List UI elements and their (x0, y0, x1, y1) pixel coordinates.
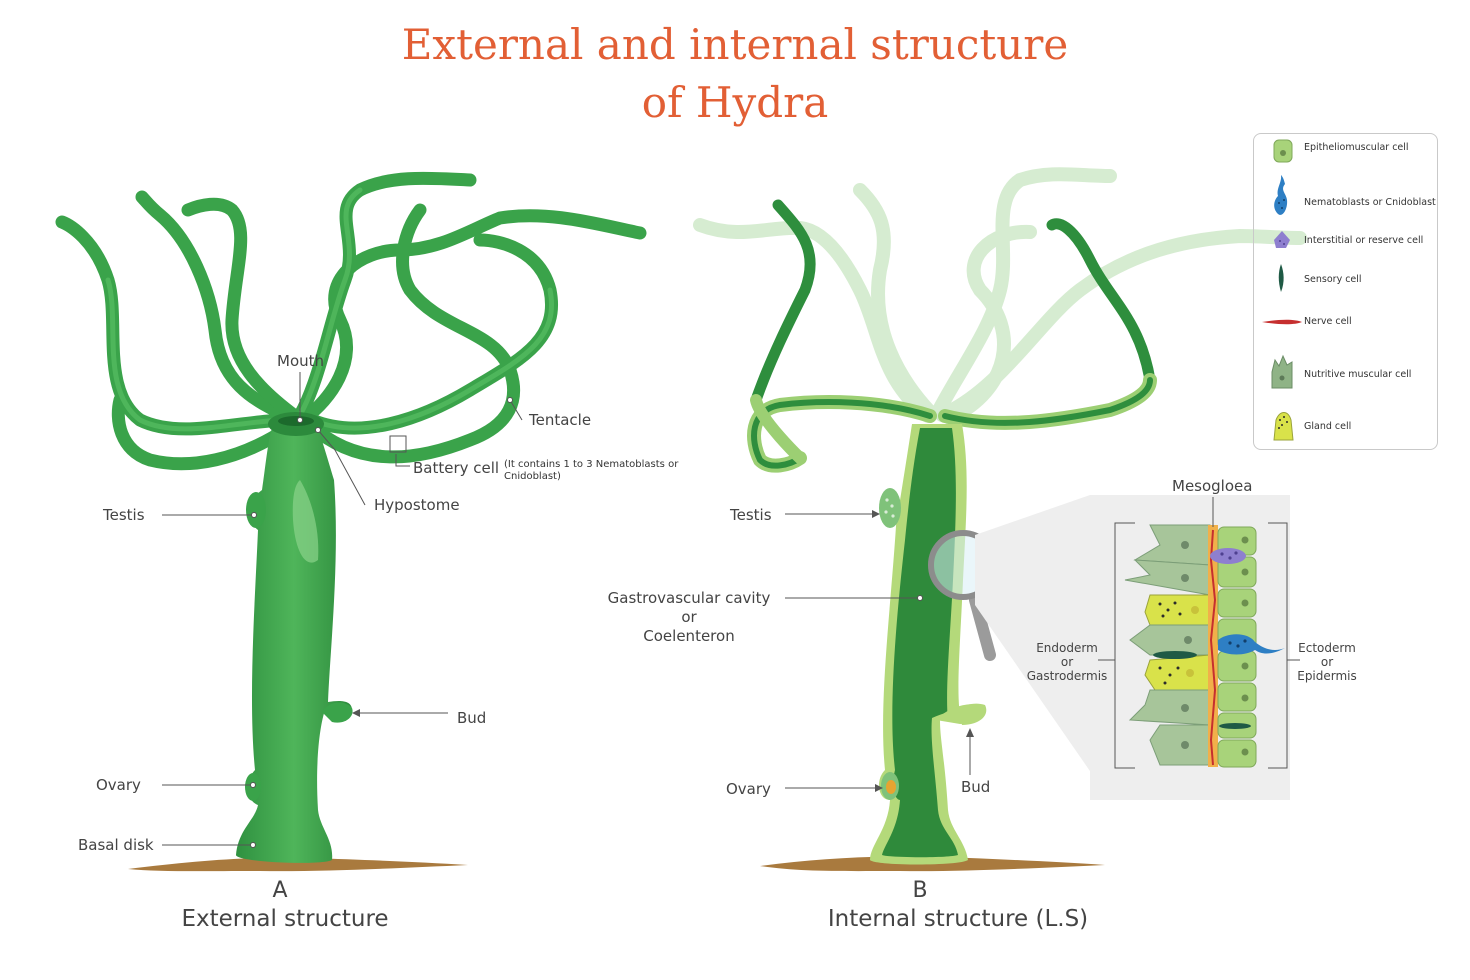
external-hydra (55, 171, 647, 872)
legend-nutritive-muscular-cell: Nutritive muscular cell (1304, 369, 1412, 380)
title-line-2: of Hydra (641, 78, 829, 127)
label-mesogloea: Mesogloea (1172, 477, 1253, 495)
body-column-a (236, 428, 352, 863)
legend-gland-cell: Gland cell (1304, 421, 1352, 432)
nematoblast-cell (1218, 634, 1285, 655)
label-ovary-b: Ovary (726, 780, 771, 798)
leader-lines-a (162, 372, 523, 846)
body-shine-a (292, 480, 319, 563)
label-bud-b: Bud (961, 778, 991, 796)
label-battery-note-2: Cnidoblast) (504, 471, 561, 482)
cell-layers-section (1098, 497, 1300, 769)
label-endoderm-3: Gastrodermis (1026, 669, 1108, 683)
label-testis-a: Testis (103, 506, 145, 524)
epitheliomuscular-cell-icon (1273, 139, 1293, 163)
label-ovary-a: Ovary (96, 776, 141, 794)
label-ectoderm-1: Ectoderm (1298, 641, 1356, 655)
title-line-1: External and internal structure (401, 20, 1069, 69)
legend-nematoblast: Nematoblasts or Cnidoblast (1304, 197, 1436, 208)
legend-icons (1262, 139, 1302, 441)
label-gv-cavity-2: or (681, 608, 697, 626)
tentacle-bases-b (747, 373, 1157, 473)
testis-a (246, 492, 266, 528)
label-testis-b: Testis (730, 506, 772, 524)
label-battery-cell: Battery cell (413, 459, 500, 477)
caption-external: External structure (181, 906, 389, 932)
legend-interstitial-cell: Interstitial or reserve cell (1304, 235, 1424, 246)
testis-b (879, 488, 901, 528)
interstitial-cell-icon (1274, 231, 1290, 248)
legend-sensory-cell: Sensory cell (1304, 274, 1362, 285)
internal-hydra (693, 167, 1307, 872)
label-endoderm-2: or (1060, 655, 1074, 669)
bud-a (322, 702, 353, 723)
label-mouth: Mouth (277, 352, 325, 370)
label-endoderm-1: Endoderm (1036, 641, 1098, 655)
caption-letter-b: B (912, 878, 928, 903)
tentacles-b (750, 199, 1156, 406)
tentacles-a-highlight (105, 187, 554, 432)
label-bud-a: Bud (457, 709, 487, 727)
mesogloea-layer (1208, 525, 1218, 767)
leader-lines-b (785, 513, 971, 789)
sensory-cell-icon (1278, 264, 1284, 292)
ground-a (128, 857, 468, 872)
label-hypostome: Hypostome (374, 496, 460, 514)
endoderm-cells (1124, 524, 1211, 766)
label-ectoderm-2: or (1320, 655, 1334, 669)
ectoderm-cells (1217, 526, 1257, 768)
label-ectoderm-3: Epidermis (1297, 669, 1357, 683)
nerve-cell-icon (1262, 319, 1302, 325)
label-basal-disk: Basal disk (78, 836, 154, 854)
caption-letter-a: A (272, 878, 288, 903)
legend-box (1253, 133, 1438, 450)
gland-cell-icon (1273, 412, 1294, 441)
caption-internal: Internal structure (L.S) (827, 906, 1089, 932)
bud-b (936, 704, 986, 724)
tentacles-b-faded (693, 167, 1307, 425)
legend-nerve-cell: Nerve cell (1304, 316, 1352, 327)
label-battery-note: (It contains 1 to 3 Nematoblasts or (504, 459, 679, 470)
label-gv-cavity-1: Gastrovascular cavity (607, 589, 771, 607)
label-gv-cavity-3: Coelenteron (643, 627, 735, 645)
nematoblast-icon (1274, 175, 1288, 215)
nutritive-muscular-cell-icon (1271, 354, 1293, 389)
label-tentacle: Tentacle (529, 411, 592, 429)
legend-epitheliomuscular-cell: Epitheliomuscular cell (1304, 142, 1409, 153)
